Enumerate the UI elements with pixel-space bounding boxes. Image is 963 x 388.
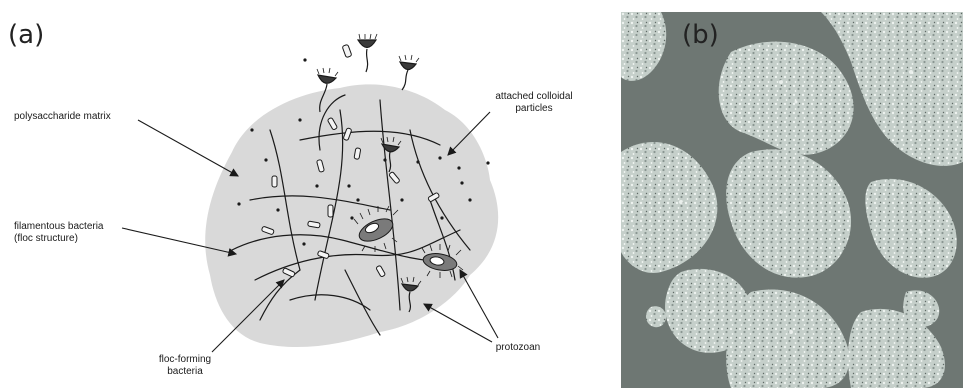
floc-micrograph: [621, 12, 963, 388]
label-particles: particles: [486, 103, 582, 114]
label-floc-structure: (floc structure): [14, 233, 78, 244]
stalked-protozoan-1: [358, 34, 377, 72]
label-attached-colloidal: attached colloidal: [486, 91, 582, 102]
panel-b-label: (b): [682, 20, 719, 50]
floc-schematic: [0, 0, 620, 388]
label-polysaccharide-matrix: polysaccharide matrix: [14, 111, 111, 122]
label-filamentous-bacteria: filamentous bacteria: [14, 221, 104, 232]
label-floc-forming: floc-forming: [150, 354, 220, 365]
label-protozoan: protozoan: [478, 342, 558, 353]
polysaccharide-matrix-blob: [205, 84, 498, 347]
arrow-polysaccharide: [138, 120, 238, 176]
label-bacteria: bacteria: [150, 366, 220, 377]
stalked-protozoan-2: [399, 55, 419, 90]
micrograph-image: [621, 12, 963, 388]
